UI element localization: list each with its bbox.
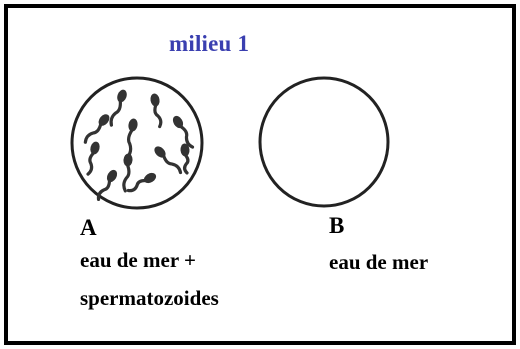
dish-b (258, 76, 390, 208)
spermatozoon (122, 153, 133, 193)
spermatozoon (96, 169, 118, 201)
diagram-title: milieu 1 (169, 31, 250, 56)
dish-b-letter: B (329, 213, 345, 238)
spermatozoon (109, 89, 127, 127)
spermatozoon (154, 146, 183, 175)
spermatozoon (150, 93, 163, 129)
dish-a-letter: A (80, 215, 97, 240)
spermatozoon (125, 118, 138, 160)
dish-b-circle (258, 76, 390, 208)
dish-a-description-line2: spermatozoides (80, 286, 219, 310)
spermatozoa-group (83, 89, 195, 201)
spermatozoon (172, 115, 195, 149)
spermatozoon (86, 141, 100, 176)
spermatozoon (83, 114, 110, 144)
dish-a-description-line1: eau de mer + (80, 248, 196, 272)
spermatozoon (180, 143, 190, 175)
spermatozoon (126, 172, 157, 193)
dish-b-description: eau de mer (329, 250, 429, 274)
dish-a (70, 76, 204, 210)
dish-a-circle (70, 76, 204, 210)
